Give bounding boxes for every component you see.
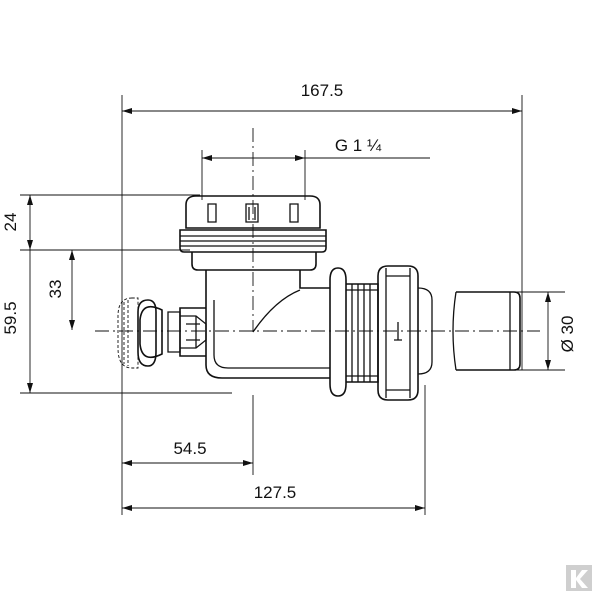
- dimension-height-total: 59.5: [1, 301, 20, 334]
- dimension-height-axis: 33: [46, 280, 65, 299]
- dimension-offset-axis: 54.5: [173, 439, 206, 458]
- dimension-thread: G 1 ¼: [335, 136, 382, 155]
- dimension-overall-length: 167.5: [301, 81, 344, 100]
- dimension-lines: [20, 95, 565, 515]
- dimension-body-length: 127.5: [254, 483, 297, 502]
- brand-logo: [566, 565, 592, 591]
- fitting-body: [117, 195, 521, 401]
- dimension-height-top: 24: [1, 213, 20, 232]
- dimension-diameter: Ø 30: [558, 316, 577, 353]
